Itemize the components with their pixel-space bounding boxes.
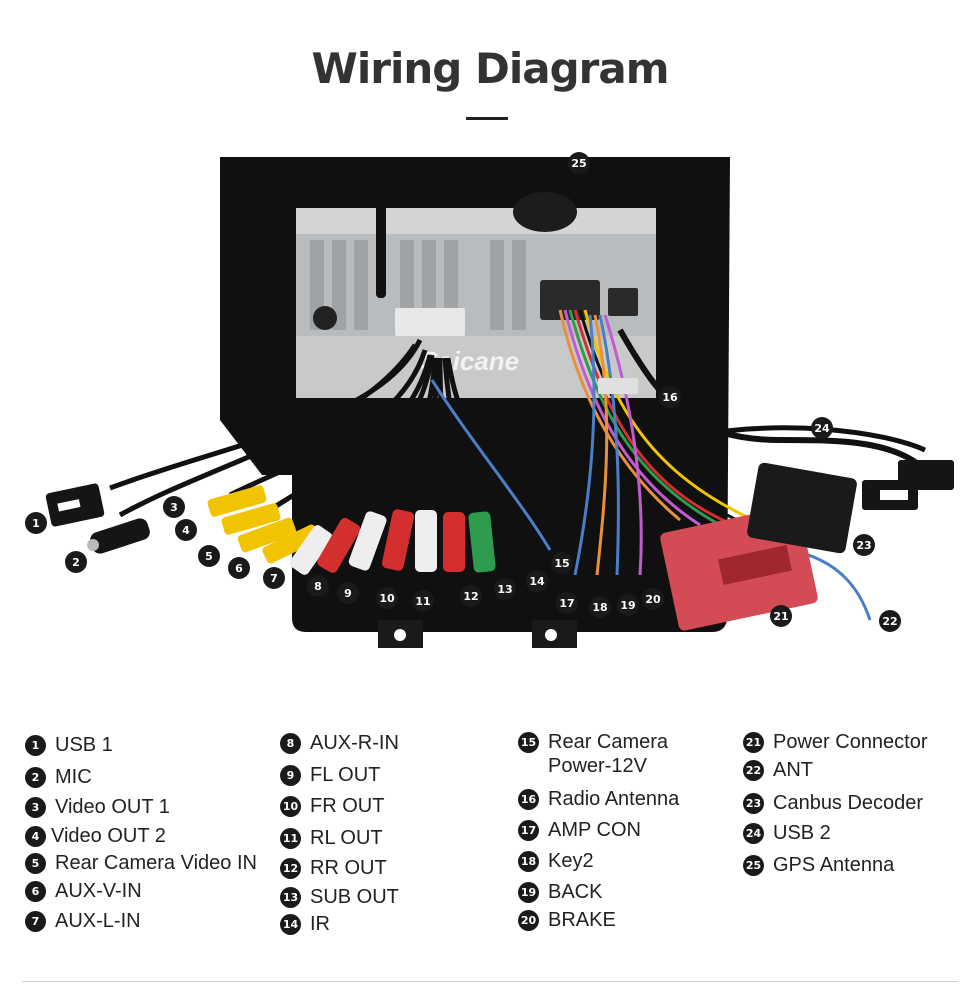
wifi-antenna	[376, 190, 386, 298]
svg-text:13: 13	[497, 583, 512, 596]
mount-hole-right	[545, 629, 557, 641]
callout-19: 19	[617, 594, 639, 616]
ir-wire	[430, 379, 552, 551]
callout-9: 9	[337, 582, 359, 604]
callout-17: 17	[556, 592, 578, 614]
callout-3: 3	[163, 496, 185, 518]
svg-text:10: 10	[379, 592, 395, 605]
bottom-divider	[22, 981, 958, 982]
callout-24: 24	[811, 417, 833, 439]
radio-antenna-plug	[598, 378, 638, 394]
callout-23: 23	[853, 534, 875, 556]
callout-10: 10	[376, 587, 398, 609]
svg-text:23: 23	[856, 539, 871, 552]
callout-6: 6	[228, 557, 250, 579]
rca-yellow-group	[207, 485, 320, 564]
callout-16: 16	[659, 386, 681, 408]
usb2-cable	[617, 328, 933, 478]
svg-text:9: 9	[344, 587, 352, 600]
svg-text:5: 5	[205, 550, 213, 563]
radio-antenna-socket	[608, 288, 638, 316]
callout-21: 21	[770, 605, 792, 627]
callout-18: 18	[589, 596, 611, 618]
callout-4: 4	[175, 519, 197, 541]
callout-12: 12	[460, 585, 482, 607]
callout-25: 25	[568, 152, 590, 174]
callout-11: 11	[412, 590, 434, 612]
svg-text:25: 25	[571, 157, 586, 170]
svg-text:19: 19	[620, 599, 635, 612]
svg-text:8: 8	[314, 580, 322, 593]
svg-text:22: 22	[882, 615, 897, 628]
mic-plug	[90, 518, 150, 554]
mount-hole-left	[394, 629, 406, 641]
callout-8: 8	[307, 575, 329, 597]
callout-15: 15	[551, 552, 573, 574]
svg-text:21: 21	[773, 610, 788, 623]
callout-20: 20	[642, 588, 664, 610]
callout-2: 2	[65, 551, 87, 573]
svg-text:2: 2	[72, 556, 80, 569]
callout-13: 13	[494, 578, 516, 600]
svg-text:17: 17	[559, 597, 574, 610]
svg-text:18: 18	[592, 601, 607, 614]
diagram-title: Wiring Diagram	[311, 44, 670, 93]
callout-7: 7	[263, 567, 285, 589]
title-underline	[466, 117, 508, 120]
callout-22: 22	[879, 610, 901, 632]
wiring-diagram: Seicane	[25, 152, 954, 648]
callout-1: 1	[25, 512, 47, 534]
rca-audio-group	[289, 509, 496, 575]
svg-text:20: 20	[645, 593, 661, 606]
svg-text:12: 12	[463, 590, 478, 603]
callout-14: 14	[526, 570, 548, 592]
svg-text:11: 11	[415, 595, 430, 608]
svg-text:15: 15	[554, 557, 569, 570]
svg-text:1: 1	[32, 517, 40, 530]
canbus-decoder	[747, 462, 857, 554]
svg-text:7: 7	[270, 572, 278, 585]
svg-text:24: 24	[814, 422, 830, 435]
chassis-top	[296, 208, 656, 234]
power-harness	[558, 309, 872, 621]
svg-text:14: 14	[529, 575, 545, 588]
gps-socket	[313, 306, 337, 330]
svg-text:6: 6	[235, 562, 243, 575]
chassis-vents	[310, 240, 526, 330]
svg-text:16: 16	[662, 391, 678, 404]
svg-text:3: 3	[170, 501, 178, 514]
callout-5: 5	[198, 545, 220, 567]
av-connector	[395, 308, 465, 336]
gps-antenna	[513, 192, 577, 232]
svg-text:4: 4	[182, 524, 190, 537]
